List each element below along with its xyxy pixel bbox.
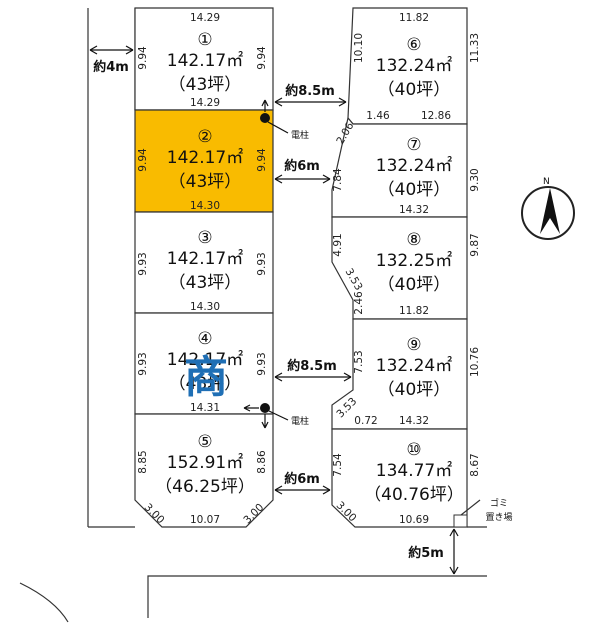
- lot-7-tsubo: （40坪）: [378, 180, 451, 200]
- lot-4-number: ④: [197, 329, 212, 349]
- road-upper-85-label: 約8.5m: [285, 83, 335, 99]
- lot-3-left-dim: 9.93: [137, 252, 149, 275]
- lot-10-tsubo: （40.76坪）: [364, 485, 464, 505]
- lot-3-area: 142.17㎡: [167, 249, 243, 269]
- lot-6-left-dim: 10.10: [353, 33, 365, 63]
- lot-2-number: ②: [197, 127, 212, 147]
- lot-2-bottom-dim: 14.30: [190, 200, 220, 212]
- lot-4-area: 142.17㎡: [167, 350, 243, 370]
- lot-6-tsubo: （40坪）: [378, 80, 451, 100]
- lot-5-area: 152.91㎡: [167, 453, 243, 473]
- lot-9-left-dim: 7.53: [353, 350, 365, 373]
- lot-8-left-dim: 4.91: [332, 233, 344, 256]
- lot-10-bottom-dim: 10.69: [399, 514, 429, 526]
- garbage-station: [453, 514, 468, 528]
- lot-8-right-dim: 9.87: [469, 233, 481, 256]
- lot-5[interactable]: [134, 413, 274, 528]
- lot-6-bottom-dim: 12.86: [421, 110, 451, 122]
- lot-6-extra-dim: 1.46: [366, 110, 390, 122]
- lot-7-area: 132.24㎡: [376, 156, 452, 176]
- lot-4-right-dim: 9.93: [256, 352, 268, 375]
- curve-road-edge: [19, 582, 69, 623]
- road-lower-85-label: 約8.5m: [287, 358, 337, 374]
- lot-10-number: ⑩: [406, 440, 421, 460]
- lot-10-right-dim: 8.67: [469, 453, 481, 476]
- lot-2-right-dim: 9.94: [256, 148, 268, 172]
- upper-6-arrow: [274, 174, 331, 184]
- stamp-logo: 商: [184, 352, 228, 403]
- lot-9-right-dim: 10.76: [469, 347, 481, 377]
- lot-1-tsubo: （43坪）: [169, 75, 242, 95]
- road-west-label: 約4m: [93, 59, 129, 75]
- lot-5-number: ⑤: [197, 432, 212, 452]
- lot-3-right-dim: 9.93: [256, 252, 268, 275]
- compass-north-icon: [521, 186, 575, 240]
- utility-pole-upper: [260, 99, 289, 134]
- lot-3-bottom-dim: 14.30: [190, 301, 220, 313]
- lot-1-top-dim: 14.29: [190, 12, 220, 24]
- lot-6-number: ⑥: [406, 35, 421, 55]
- lot-6-right-dim: 11.33: [469, 33, 481, 63]
- south-road-edge: [147, 575, 487, 618]
- lot-9-bottom-dim: 14.32: [399, 415, 429, 427]
- lot-1-left-dim: 9.94: [137, 46, 149, 70]
- upper-85-arrow: [274, 97, 347, 107]
- lot-3-number: ③: [197, 228, 212, 248]
- lot-2-tsubo: （43坪）: [169, 172, 242, 192]
- lot-5-bottom-dim: 10.07: [190, 514, 220, 526]
- garbage-label-2: 置き場: [485, 511, 512, 523]
- lot-9-tsubo: （40坪）: [378, 380, 451, 400]
- lower-6-arrow: [274, 485, 331, 495]
- lot-9-area: 132.24㎡: [376, 356, 452, 376]
- compass-label: N: [543, 177, 550, 187]
- lot-7-right-dim: 9.30: [469, 168, 481, 191]
- lot-5-left-dim: 8.85: [137, 450, 149, 473]
- lot-10[interactable]: [331, 428, 468, 528]
- pole-lower-label: 電柱: [291, 415, 309, 427]
- lot-7-number: ⑦: [406, 135, 421, 155]
- lot-8-number: ⑧: [406, 230, 421, 250]
- lot-10-left-dim: 7.54: [332, 453, 344, 477]
- lot-4-bottom-dim: 14.31: [190, 402, 220, 414]
- lot-1-right-dim: 9.94: [256, 46, 268, 70]
- lot-2-left-dim: 9.94: [137, 148, 149, 172]
- lot-1-number: ①: [197, 30, 212, 50]
- utility-pole-lower: [243, 403, 289, 429]
- lot-6-area: 132.24㎡: [376, 56, 452, 76]
- lot-8-bottom-dim: 11.82: [399, 305, 429, 317]
- lot-8-area: 132.25㎡: [376, 251, 452, 271]
- lot-5-right-dim: 8.86: [256, 450, 268, 474]
- lot-9-number: ⑨: [406, 335, 421, 355]
- lot-4-left-dim: 9.93: [137, 352, 149, 375]
- pole-upper-label: 電柱: [291, 129, 309, 141]
- lower-85-arrow: [274, 372, 352, 382]
- lot-10-area: 134.77㎡: [376, 461, 452, 481]
- lot-8-left2-dim: 2.46: [353, 291, 365, 315]
- lot-7-left-dim: 7.84: [332, 168, 344, 192]
- lot-9-extra-dim: 0.72: [354, 415, 377, 427]
- lot-2-top-dim: 14.29: [190, 97, 220, 109]
- lot-1-area: 142.17㎡: [167, 51, 243, 71]
- road-upper-6-label: 約6m: [284, 158, 320, 174]
- road-south-label: 約5m: [408, 545, 444, 561]
- west-road-arrow: [89, 45, 134, 55]
- lot-8-tsubo: （40坪）: [378, 275, 451, 295]
- road-lower-6-label: 約6m: [284, 471, 320, 487]
- lot-3-tsubo: （43坪）: [169, 273, 242, 293]
- lot-4-tsubo: （43坪）: [169, 374, 242, 394]
- lot-7-bottom-dim: 14.32: [399, 204, 429, 216]
- garbage-label-1: ゴミ: [490, 497, 508, 509]
- lot-5-tsubo: （46.25坪）: [155, 477, 255, 497]
- lot-6-top-dim: 11.82: [399, 12, 429, 24]
- garbage-leader: [460, 499, 481, 516]
- lot-2-area: 142.17㎡: [167, 148, 243, 168]
- south-road-arrow: [449, 528, 459, 575]
